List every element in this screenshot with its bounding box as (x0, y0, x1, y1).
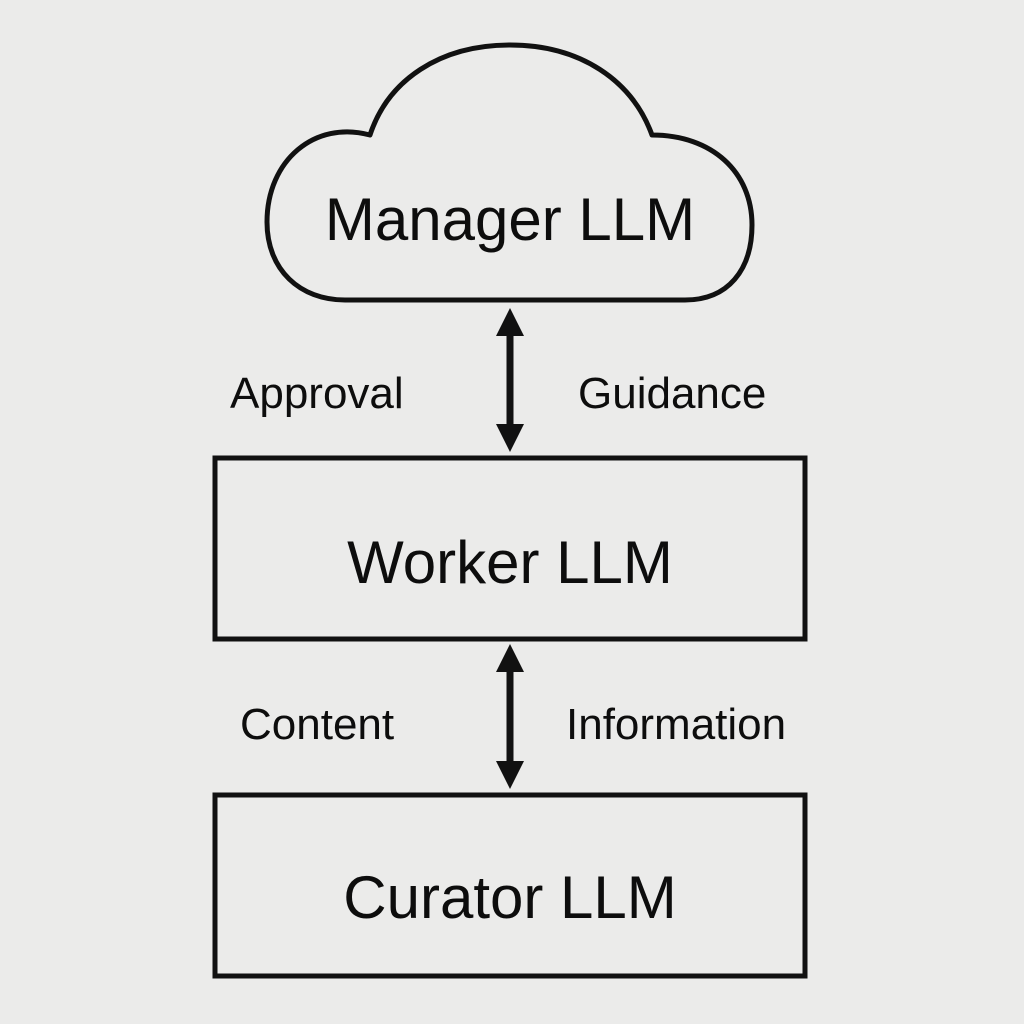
edge-label-guidance: Guidance (578, 369, 767, 418)
worker-node-label: Worker LLM (347, 529, 673, 596)
edge-label-content: Content (240, 700, 395, 749)
curator-box-shape (212, 792, 808, 979)
worker-box-shape (212, 455, 808, 642)
manager-cloud-shape (264, 42, 755, 303)
manager-node-label: Manager LLM (324, 186, 696, 253)
edge-label-approval: Approval (230, 369, 404, 418)
edge-label-information: Information (566, 700, 787, 749)
curator-node-label: Curator LLM (343, 864, 677, 931)
